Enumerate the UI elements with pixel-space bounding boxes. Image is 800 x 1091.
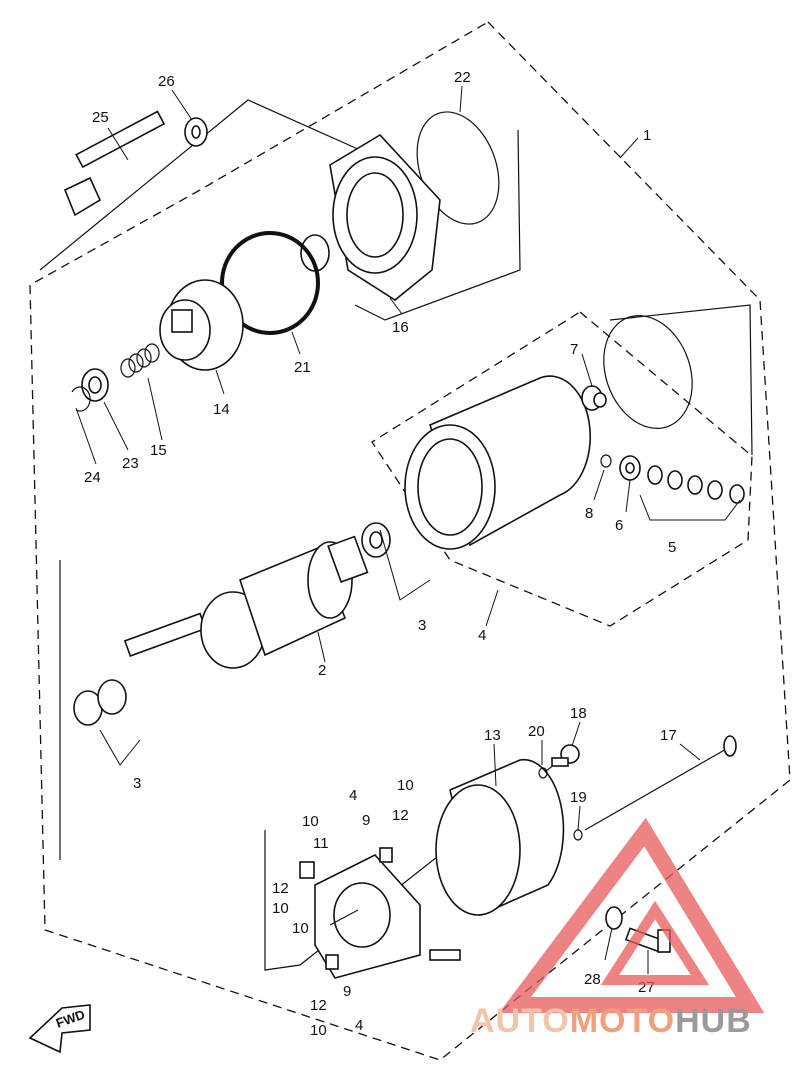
o-ring-8 [600,454,612,468]
callout-10-c: 10 [272,900,289,917]
assembly-boundary-1 [29,21,791,1061]
callout-10-b: 10 [397,777,414,794]
callout-4-lower-group: 4 [355,1017,363,1034]
callout-20: 20 [528,723,545,740]
callout-25: 25 [92,109,109,126]
watermark-text-auto: AUTO [470,1002,570,1040]
bolt-25 [63,110,166,217]
fwd-arrow-icon: FWD [28,1004,91,1054]
callout-4-yoke: 4 [478,627,486,644]
callout-28: 28 [584,971,601,988]
spring-15 [120,343,160,378]
watermark-logo-icon [498,817,765,1013]
callout-12-b: 12 [272,880,289,897]
callout-2: 2 [318,662,326,679]
washer-6 [619,455,641,481]
washer-3-upper [361,522,391,558]
callout-22: 22 [454,69,471,86]
callout-7: 7 [570,341,578,358]
cover-gasket [603,315,693,429]
callout-18: 18 [570,705,587,722]
group-outline-cover [609,304,753,456]
callout-10-a: 10 [302,813,319,830]
callout-10-d: 10 [292,920,309,937]
bracket-16 [329,133,441,301]
group-outline-lower [264,759,561,971]
callout-14: 14 [213,401,230,418]
callout-9-lower: 9 [343,983,351,1000]
callout-13: 13 [484,727,501,744]
group-outline-top [39,99,361,271]
callout-6: 6 [615,517,623,534]
callout-11: 11 [313,835,329,852]
callout-21: 21 [294,359,311,376]
terminal-7 [581,385,607,411]
callout-3-lower: 3 [133,775,141,792]
callout-8: 8 [585,505,593,522]
o-ring-20 [538,767,548,779]
yoke-4 [404,375,592,550]
watermark-text-hub: HUB [675,1002,752,1040]
callout-3-upper: 3 [418,617,426,634]
callout-9-upper: 9 [362,812,370,829]
callout-5: 5 [668,539,676,556]
callout-26: 26 [158,73,175,90]
group-outline-right [354,129,521,321]
washer-28 [605,906,623,930]
callout-24: 24 [84,469,101,486]
clip-24 [71,386,91,412]
callout-1: 1 [643,127,651,144]
brush-holder [299,847,461,979]
subassembly-boundary-4 [371,311,753,627]
leader-lines [75,85,741,974]
through-bolt-17 [584,735,737,831]
callout-23: 23 [122,455,139,472]
watermark-text-moto: MOTO [569,1002,676,1040]
callout-15: 15 [150,442,167,459]
watermark-brand: AUTOMOTOHUB [470,1002,752,1041]
armature-2 [123,535,369,669]
callout-10-e: 10 [310,1022,327,1039]
callout-16: 16 [392,319,409,336]
end-cover-13 [435,758,565,917]
washer-26 [184,117,208,147]
washer-set-5 [647,465,745,504]
o-ring-21 [220,231,320,335]
callout-12-a: 12 [392,807,409,824]
callout-19: 19 [570,789,587,806]
washer-3-lower [73,679,127,726]
callout-4-upper-group: 4 [349,787,357,804]
screw-18 [551,744,580,767]
bushing-23 [81,368,109,402]
o-ring-19 [573,829,583,841]
callout-12-c: 12 [310,997,327,1014]
callout-17: 17 [660,727,677,744]
gear-housing-14 [159,279,244,371]
